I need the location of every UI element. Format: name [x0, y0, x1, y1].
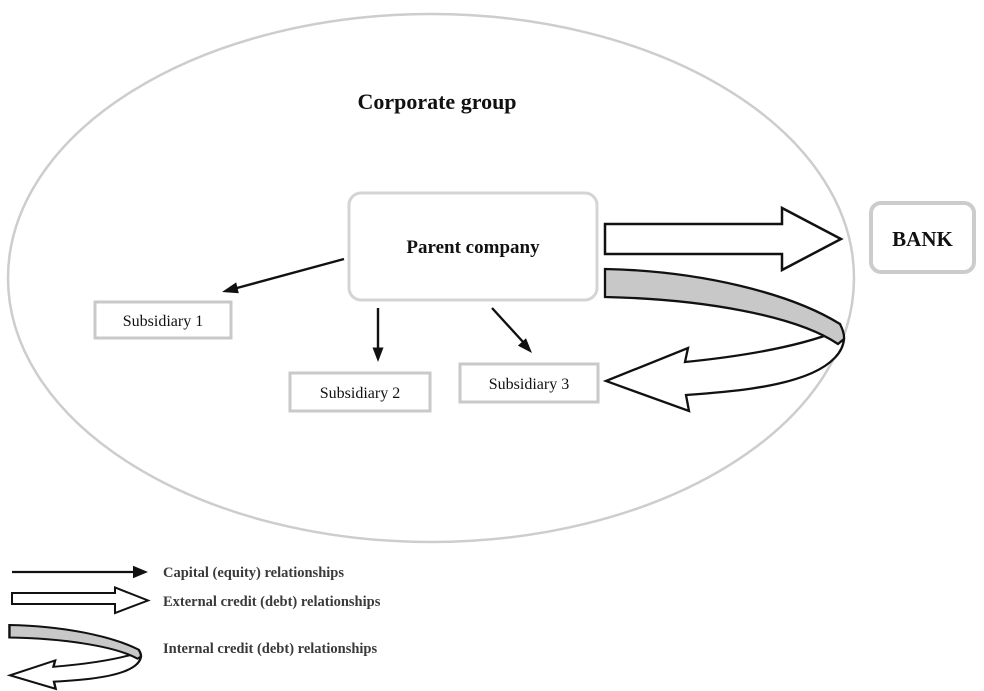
legend-label-equity: Capital (equity) relationships [163, 565, 344, 581]
equity-arrow-to-subsidiary-3 [491, 307, 525, 344]
subsidiary-3-label: Subsidiary 3 [489, 376, 569, 393]
bank-box [869, 201, 976, 274]
equity-arrowhead-1 [222, 282, 239, 294]
legend-thin-arrowhead [133, 565, 148, 579]
legend-ribbon-symbol [8, 623, 143, 691]
subsidiary-2-box [288, 371, 432, 413]
legend-label-internal-credit: Internal credit (debt) relationships [163, 641, 378, 657]
legend-ribbon-gray [8, 623, 143, 660]
parent-company-box [347, 191, 599, 302]
equity-arrow-to-subsidiary-1 [236, 257, 345, 290]
legend: Capital (equity) relationships External … [8, 565, 381, 691]
subsidiary-2-label: Subsidiary 2 [320, 385, 400, 402]
bank-label: BANK [892, 227, 953, 251]
corporate-group-label: Corporate group [357, 89, 516, 114]
subsidiary-1-label: Subsidiary 1 [123, 313, 203, 330]
subsidiary-3-box [458, 362, 600, 404]
legend-block-arrow-symbol [11, 586, 151, 615]
subsidiary-1-box [93, 300, 233, 340]
external-credit-arrow [603, 205, 844, 273]
equity-arrowhead-2 [372, 347, 384, 362]
parent-company-label: Parent company [406, 237, 540, 258]
equity-arrowhead-3 [517, 338, 532, 353]
equity-arrows [222, 257, 532, 362]
legend-ribbon-return [8, 651, 143, 691]
legend-label-external-credit: External credit (debt) relationships [163, 594, 381, 610]
